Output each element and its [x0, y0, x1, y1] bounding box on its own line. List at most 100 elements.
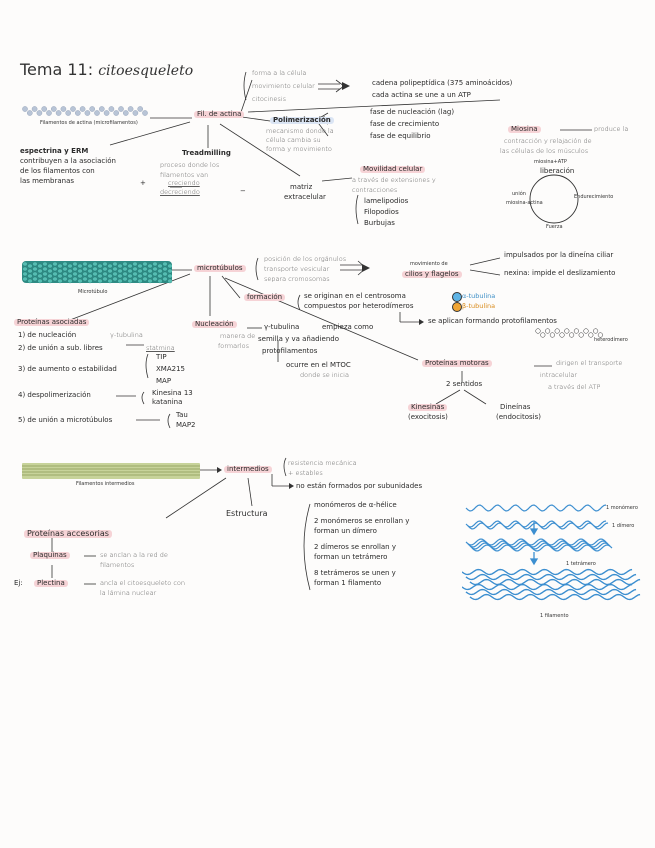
nucleacion-sub-1: manera de [220, 332, 256, 340]
movilidad: Movilidad celular [360, 165, 426, 174]
ciclo-fuerza: Fuerza [546, 224, 563, 230]
matriz-1: matriz [290, 183, 313, 191]
protofilamentos: se aplican formando protofilamentos [428, 317, 557, 325]
formacion-1: se originan en el centrosoma [304, 292, 406, 300]
alfa-label: α-tubulina [462, 292, 496, 300]
tread-plus: + [140, 179, 146, 187]
plectina-desc-1: ancla el citoesqueleto con [100, 579, 186, 587]
estructura: Estructura [226, 509, 268, 518]
mtoc-2: donde se inicia [300, 371, 349, 379]
plectina-desc-2: la lámina nuclear [100, 589, 157, 597]
actina-cadena: cadena polipeptídica (375 aminoácidos) [372, 79, 513, 87]
actina-func-3: citocinesis [252, 95, 286, 103]
gamma-desc-2: semilla y va añadiendo [258, 335, 340, 343]
fase-3: fase de equilibrio [370, 132, 431, 140]
asociada-1-value: γ-tubulina [110, 331, 143, 339]
mt-formacion: formación [244, 293, 286, 302]
estructura-3: forman un dímero [314, 527, 377, 535]
estabilidad-1: TIP [156, 353, 167, 361]
miosina-desc-2: contracción y relajación de [504, 137, 592, 145]
estructura-6: 8 tetrámeros se unen y [314, 569, 396, 577]
estabilidad-2: XMA215 [156, 365, 185, 373]
tread-creciendo: creciendo [168, 179, 200, 187]
mt-movimiento-1: movimiento de [410, 261, 448, 267]
mov-desc-1: a través de extensiones y [352, 176, 436, 184]
miosina: Miosina [508, 125, 541, 134]
intermedios-desc-2: + estables [288, 469, 323, 477]
gamma-desc-1: empieza como [322, 323, 374, 331]
intermediate-assembly-figure [462, 504, 641, 601]
fig-label-monomero: 1 monómero [606, 505, 638, 511]
actina-func-1: forma a la célula [252, 69, 307, 77]
motoras-desc-1: dirigen el transporte [556, 359, 623, 367]
polimerizacion: Polimerización [270, 116, 334, 125]
estructura-4: 2 dímeros se enrollan y [314, 543, 396, 551]
estabilidad-3: MAP [156, 377, 172, 385]
plectina: Plectina [34, 579, 68, 588]
intermediate-image-label: Filamentos intermedios [76, 481, 135, 487]
intermediate-filament-image [22, 463, 200, 479]
proteinas-asociadas: Proteínas asociadas [14, 318, 90, 327]
nucleacion: Nucleación [192, 320, 237, 329]
extension-1-label: lamelipodios [364, 197, 409, 205]
motoras-desc-2: intracelular [540, 371, 578, 379]
mt-movimiento-2: cilios y flagelos [402, 270, 462, 279]
mt-impulsados: impulsados por la dineína ciliar [504, 251, 614, 259]
estructura-7: forman 1 filamento [314, 579, 382, 587]
tread-desc-2: filamentos van [160, 171, 209, 179]
mt-nexina: nexina: impide el deslizamiento [504, 269, 616, 277]
matriz-2: extracelular [284, 193, 326, 201]
estructura-2: 2 monómeros se enrollan y [314, 517, 410, 525]
kinesinas: Kinesinas [408, 403, 448, 412]
estructura-5: forman un tetrámero [314, 553, 388, 561]
mov-desc-2: contracciones [352, 186, 398, 194]
extension-3-label: Burbujas [364, 219, 395, 227]
no-subunidades: no están formados por subunidades [296, 482, 423, 490]
union-mt-2: MAP2 [176, 421, 196, 429]
gamma-label: γ-tubulina [264, 323, 300, 331]
contribuyen-1: contribuyen a la asociación [20, 157, 116, 165]
poli-desc-2: célula cambia su [266, 136, 321, 144]
mtoc: ocurre en el MTOC [286, 361, 351, 369]
ej-label: Ej: [14, 579, 23, 587]
union-mt-1: Tau [176, 411, 188, 419]
miosina-desc-3: las células de los músculos [500, 147, 589, 155]
espectrina: espectrina y ERM [20, 147, 89, 155]
plaquinas-desc-2: filamentos [100, 561, 135, 569]
microtubulos-node: microtúbulos [194, 264, 246, 273]
page-title: Tema 11: citoesqueleto [20, 61, 193, 79]
ciclo-union-2: miosina-actina [506, 200, 543, 206]
heterodimero-label: heterodímero [594, 337, 628, 343]
fig-label-tetramero: 1 tetrámero [566, 561, 596, 567]
fig-label-filamento: 1 filamento [540, 613, 569, 619]
tread-minus: − [240, 187, 246, 195]
fase-2: fase de crecimiento [370, 120, 440, 128]
ciclo-liberacion: liberación [540, 167, 575, 175]
ciclo-endurecimiento: Endurecimiento [574, 194, 614, 200]
motoras-desc-3: a través del ATP [548, 383, 601, 391]
asociada-1: 1) de nucleación [18, 331, 77, 339]
tread-desc-1: proceso donde los [160, 161, 220, 169]
actina-func-2: movimiento celular [252, 82, 315, 90]
beta-icon [452, 302, 462, 312]
treadmilling: Treadmilling [182, 149, 231, 157]
sentidos: 2 sentidos [446, 380, 483, 388]
fase-1: fase de nucleación (lag) [370, 108, 455, 116]
actin-filament-image [22, 106, 148, 116]
despolim-1: Kinesina 13 [152, 389, 193, 397]
intermedios-node: intermedios [224, 465, 272, 474]
ciclo-union: unión [512, 191, 526, 197]
mt-desc-1: posición de los orgánulos [264, 255, 347, 263]
poli-desc-1: mecanismo donde la [266, 127, 334, 135]
protofilament-icon [535, 328, 603, 338]
actina-cadena-2: cada actina se une a un ATP [372, 91, 471, 99]
extension-3: Burbujas [364, 219, 395, 227]
proteinas-accesorias: Proteínas accesorias [24, 529, 112, 539]
tread-decreciendo: decreciendo [160, 188, 200, 196]
actin-image-label: Filamentos de actina (microfilamentos) [40, 120, 138, 126]
microtubule-image [22, 261, 172, 284]
miosina-desc-1: produce la [594, 125, 629, 133]
ciclo-top: miosina+ATP [534, 159, 567, 165]
mt-desc-2: transporte vesicular [264, 265, 330, 273]
nucleacion-sub-2: formarlos [218, 342, 249, 350]
